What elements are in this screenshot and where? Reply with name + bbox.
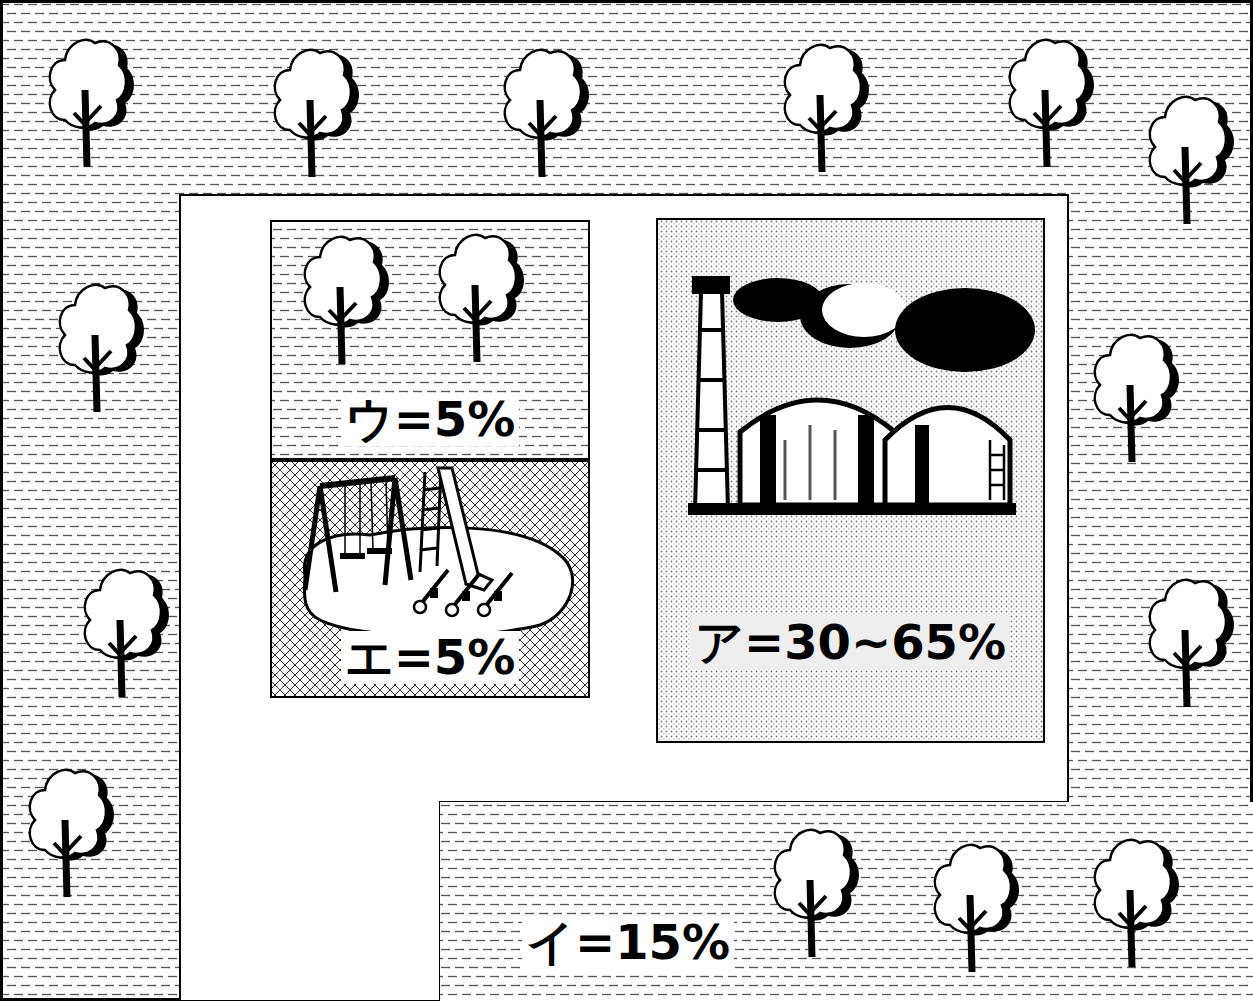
zone-fill xyxy=(656,218,1045,743)
zone-box: エ=5% xyxy=(270,460,590,698)
tree-icons xyxy=(440,235,524,362)
zone-share-label: ア=30~65% xyxy=(691,616,1010,669)
zone-fill xyxy=(440,802,1253,1001)
playground-icon xyxy=(462,591,470,601)
tree-icons xyxy=(30,770,114,897)
tree-icons xyxy=(785,45,869,172)
factory-icon xyxy=(895,288,1035,372)
tree-icons xyxy=(1010,40,1094,167)
factory-icon xyxy=(760,415,776,505)
factory-icon xyxy=(695,292,728,510)
playground-icon xyxy=(430,588,438,598)
playground-icon xyxy=(478,604,490,616)
tree-icons xyxy=(1095,335,1179,462)
tree-icons xyxy=(60,285,144,412)
zone-box: イ=15% xyxy=(440,802,1253,1001)
factory-icon xyxy=(885,408,1010,506)
factory-icon xyxy=(915,425,929,505)
playground-icon xyxy=(420,570,512,608)
zone-share-label: ウ=5% xyxy=(341,393,520,446)
zone-box: ウ=5% xyxy=(270,220,590,460)
playground-icon xyxy=(340,553,365,559)
tree-icons xyxy=(1095,840,1179,967)
tree-icons xyxy=(505,50,589,177)
factory-icon xyxy=(692,276,730,294)
zone-fill xyxy=(270,218,1253,1001)
playground-icon xyxy=(304,468,572,636)
factory-icon xyxy=(990,440,1004,500)
tree-icons xyxy=(305,237,389,364)
playground-icon xyxy=(345,481,388,555)
zone-share-label: イ=15% xyxy=(522,916,734,969)
factory-icon xyxy=(697,330,726,470)
tree-icons xyxy=(275,50,359,177)
playground-icon xyxy=(414,601,426,613)
factory-icon xyxy=(688,276,1035,515)
tree-icons xyxy=(1150,580,1234,707)
factory-icon xyxy=(822,283,906,337)
factory-icon xyxy=(858,415,874,505)
playground-icon xyxy=(420,468,441,572)
zone-box: ア=30~65% xyxy=(656,218,1045,743)
playground-icon xyxy=(367,548,392,554)
playground-icon xyxy=(305,478,411,592)
zone-fill xyxy=(270,220,590,460)
tree-icons xyxy=(50,40,134,167)
factory-icon xyxy=(688,503,1016,515)
tree-icons xyxy=(775,830,859,957)
playground-icon xyxy=(446,604,458,616)
factory-icon xyxy=(785,425,835,500)
playground-icon xyxy=(494,591,502,601)
tree-icons xyxy=(935,845,1019,972)
zone-fill xyxy=(270,460,590,698)
tree-icons xyxy=(1150,97,1234,224)
playground-icon xyxy=(320,478,395,486)
tree-icons xyxy=(30,40,1234,972)
factory-icon xyxy=(740,400,895,505)
tree-icons xyxy=(85,570,169,697)
zone-share-label: エ=5% xyxy=(341,631,520,684)
